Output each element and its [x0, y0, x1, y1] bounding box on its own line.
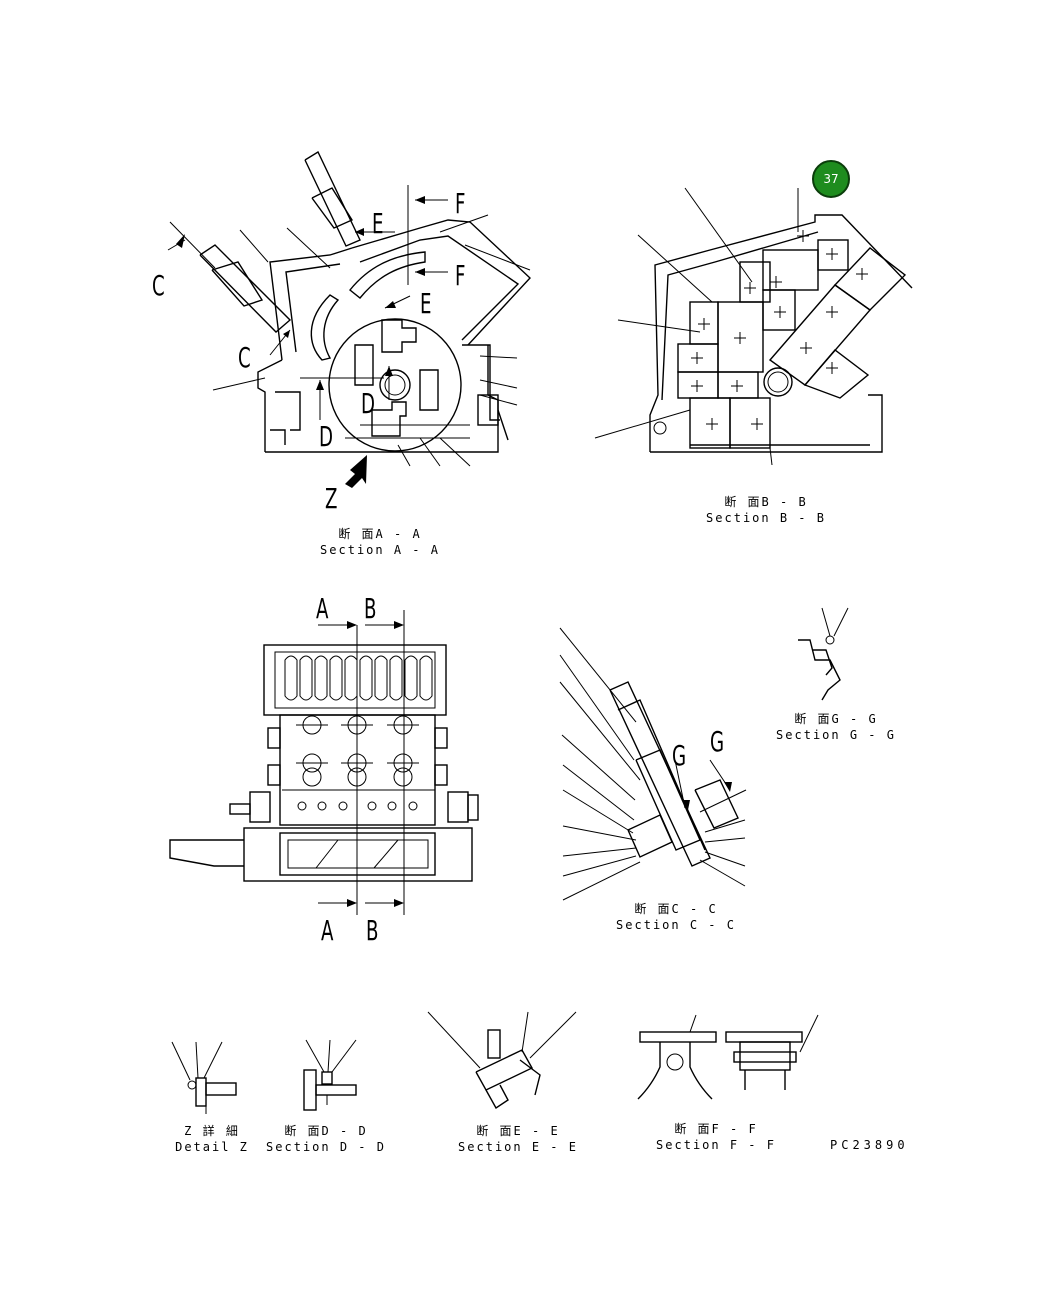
- view-letter-a: A: [321, 914, 334, 947]
- section-dd-jp: 断 面D - D: [284, 1124, 368, 1138]
- view-letter-f: F: [455, 259, 466, 292]
- top-view-drawing: [169, 610, 479, 915]
- section-gg-en: Section G - G: [776, 728, 896, 742]
- section-ff-caption: 断 面F - F Section F - F: [656, 1121, 776, 1153]
- section-aa-jp: 断 面A - A: [338, 527, 422, 541]
- section-ee-drawing: [427, 1011, 577, 1110]
- view-letter-a: A: [316, 592, 329, 625]
- section-aa-drawing: [167, 150, 531, 488]
- view-letter-g: G: [672, 739, 687, 772]
- section-ee-jp: 断 面E - E: [476, 1124, 560, 1138]
- view-letter-f: F: [455, 187, 466, 220]
- view-letter-c: C: [238, 341, 251, 374]
- section-aa-en: Section A - A: [320, 543, 440, 557]
- section-gg-caption: 断 面G - G Section G - G: [776, 711, 896, 743]
- section-dd-caption: 断 面D - D Section D - D: [266, 1123, 386, 1155]
- section-ee-en: Section E - E: [458, 1140, 578, 1154]
- view-letter-c: C: [152, 269, 165, 302]
- section-gg-jp: 断 面G - G: [794, 712, 878, 726]
- section-dd-en: Section D - D: [266, 1140, 386, 1154]
- section-ff-en: Section F - F: [656, 1138, 776, 1152]
- section-bb-caption: 断 面B - B Section B - B: [706, 494, 826, 526]
- section-dd-drawing: [303, 1039, 357, 1111]
- view-letter-b: B: [364, 592, 377, 625]
- section-cc-drawing: [559, 627, 747, 901]
- section-cc-en: Section C - C: [616, 918, 736, 932]
- view-letter-e: E: [420, 287, 432, 320]
- view-letter-e: E: [372, 207, 384, 240]
- detail-z-en: Detail Z: [175, 1140, 249, 1154]
- section-cc-jp: 断 面C - C: [634, 902, 718, 916]
- section-ee-caption: 断 面E - E Section E - E: [458, 1123, 578, 1155]
- section-bb-jp: 断 面B - B: [724, 495, 808, 509]
- view-letter-g: G: [710, 725, 725, 758]
- detail-z-jp: Z 詳 細: [184, 1124, 240, 1138]
- view-letter-d: D: [319, 420, 334, 453]
- section-gg-drawing: [798, 607, 849, 701]
- section-cc-caption: 断 面C - C Section C - C: [616, 901, 736, 933]
- callout-number-badge[interactable]: 37: [812, 160, 850, 198]
- part-code: PC23890: [830, 1138, 909, 1152]
- view-letter-b: B: [366, 914, 379, 947]
- section-ff-drawing: [637, 1014, 819, 1100]
- section-ff-jp: 断 面F - F: [674, 1122, 758, 1136]
- section-bb-drawing: [594, 187, 913, 466]
- detail-z-drawing: [171, 1041, 237, 1114]
- section-aa-caption: 断 面A - A Section A - A: [320, 526, 440, 558]
- detail-z-caption: Z 詳 細 Detail Z: [175, 1123, 249, 1155]
- view-letter-d: D: [361, 387, 376, 420]
- view-letter-z: Z: [325, 482, 338, 515]
- section-bb-en: Section B - B: [706, 511, 826, 525]
